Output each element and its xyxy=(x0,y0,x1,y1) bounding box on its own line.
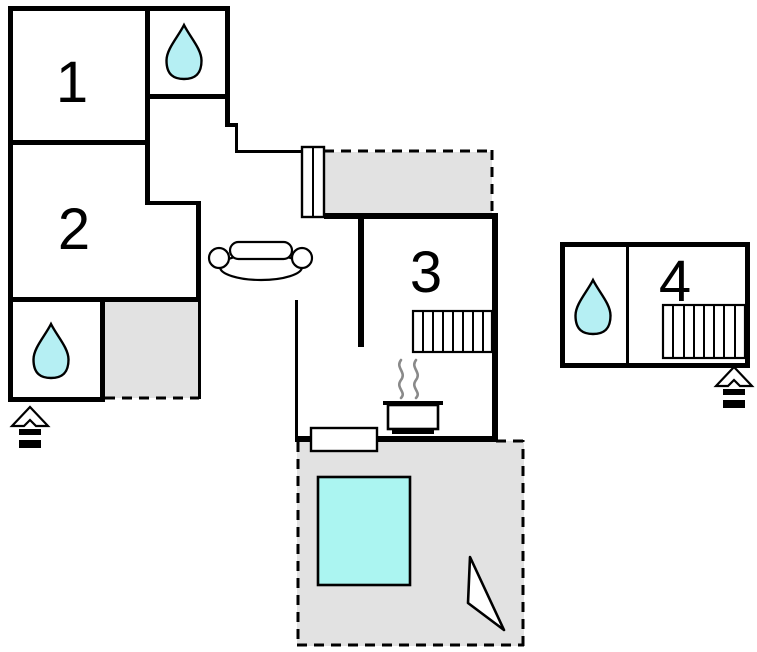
wall-segment xyxy=(295,300,298,436)
entrance-arrowhead xyxy=(713,365,755,388)
wall-segment xyxy=(324,213,498,219)
wall-segment xyxy=(560,363,750,368)
walls xyxy=(8,6,750,442)
wall-segment xyxy=(8,140,150,145)
north-arrow-icon xyxy=(466,555,506,632)
wall-segment xyxy=(225,123,238,127)
pot-body xyxy=(386,403,440,431)
wall-segment xyxy=(492,213,498,442)
water-drop-icon xyxy=(574,277,612,336)
balcony-area xyxy=(324,152,492,213)
wall-segment xyxy=(745,242,750,368)
steam-icon xyxy=(398,358,419,400)
wall-segment xyxy=(560,242,565,368)
entrance-arrow-icon xyxy=(713,365,755,408)
entrance-box-stripe xyxy=(19,435,41,440)
wall-segment xyxy=(8,397,105,402)
pool xyxy=(316,475,412,587)
wall-segment xyxy=(626,242,629,363)
wall-segment xyxy=(295,436,498,442)
wall-segment xyxy=(145,6,150,205)
room-3-label: 3 xyxy=(410,240,442,305)
wall-segment xyxy=(198,302,201,399)
stairs-icon xyxy=(411,309,494,354)
entrance-arrowhead xyxy=(9,405,51,428)
shaded-areas xyxy=(105,152,524,646)
pot-base xyxy=(392,429,434,434)
wall-segment xyxy=(196,201,201,302)
wall-segment xyxy=(560,242,750,247)
wall-segment xyxy=(8,6,13,402)
room-2-label: 2 xyxy=(58,197,90,262)
dashed-boundaries xyxy=(105,149,525,647)
pot-rim xyxy=(383,401,443,405)
entrance-box-stripe xyxy=(723,395,745,400)
counter-bench xyxy=(309,426,379,453)
wall-segment xyxy=(235,127,238,153)
wall-segment xyxy=(8,6,230,11)
sofa-icon xyxy=(207,240,314,282)
wall-segment xyxy=(235,150,302,153)
stairs-icon xyxy=(661,303,747,360)
room-4-label: 4 xyxy=(659,249,691,314)
wall-segment xyxy=(100,297,105,402)
hallway-area xyxy=(105,302,198,398)
water-drop-icon xyxy=(32,321,70,380)
door-window xyxy=(300,145,326,219)
entrance-arrow-icon xyxy=(9,405,51,448)
room-1-label: 1 xyxy=(56,50,88,115)
wall-segment xyxy=(225,6,230,127)
wall-segment xyxy=(358,219,364,347)
water-drop-icon xyxy=(165,22,203,81)
wall-segment xyxy=(145,94,230,99)
wall-segment xyxy=(145,201,201,205)
stove-pot-icon xyxy=(383,401,443,434)
